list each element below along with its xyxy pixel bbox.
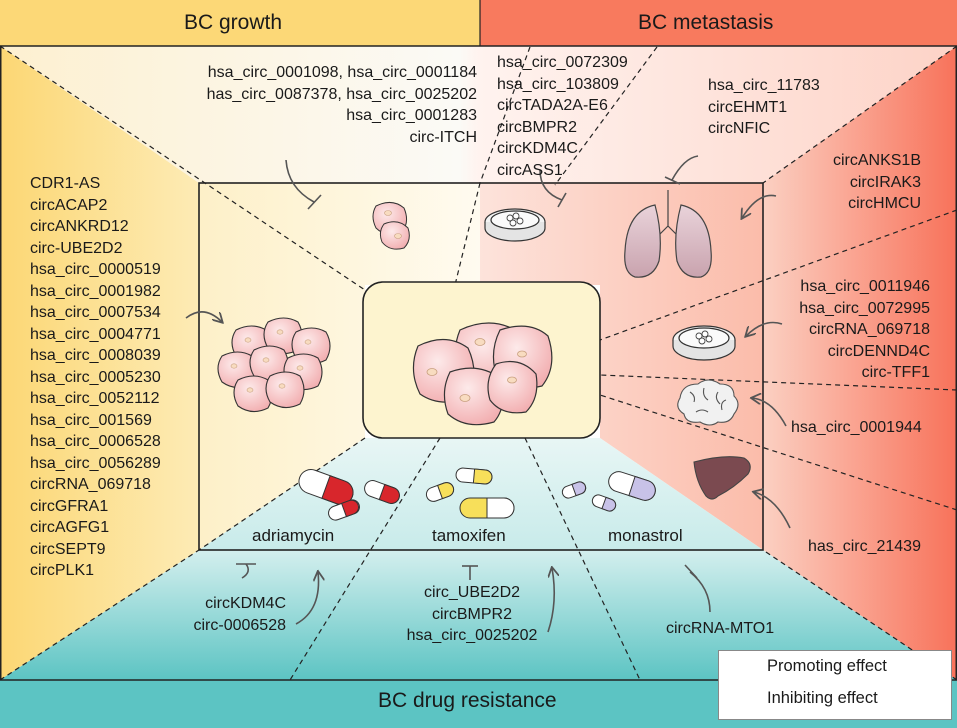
header-bc-growth: BC growth: [184, 11, 283, 34]
legend: Promoting effect Inhibiting effect: [718, 650, 952, 720]
growth-promoting-item: circAGFG1: [30, 519, 110, 536]
growth-promoting-item: hsa_circ_0007534: [30, 304, 161, 321]
metastasis-inhibiting-item: circTADA2A-E6: [497, 97, 608, 114]
growth-promoting-item: hsa_circ_0006528: [30, 433, 161, 450]
growth-inhibiting-list: hsa_circ_0001098, hsa_circ_0001184 has_c…: [207, 62, 477, 148]
resistance-middle-item: circBMPR2: [431, 605, 512, 623]
drug-adriamycin: adriamycin: [252, 526, 335, 545]
growth-promoting-item: circACAP2: [30, 196, 108, 214]
resistance-middle-item: circ_UBE2D2: [423, 584, 521, 601]
metastasis-inhibiting-item: hsa_circ_0072309: [497, 54, 628, 71]
legend-inhibiting-label: Inhibiting effect: [767, 689, 878, 707]
header-bc-drug-resistance: BC drug resistance: [378, 689, 557, 712]
growth-promoting-item: circRNA_069718: [30, 476, 151, 493]
growth-promoting-item: circ-UBE2D2: [30, 239, 123, 257]
drug-tamoxifen: tamoxifen: [432, 526, 506, 545]
growth-inhibiting-item: hsa_circ_0001098, hsa_circ_0001184: [207, 64, 477, 81]
growth-promoting-list: CDR1-AS circACAP2 circANKRD12 circ-UBE2D…: [30, 173, 161, 582]
growth-promoting-item: circANKRD12: [30, 218, 129, 235]
growth-promoting-item: hsa_circ_0056289: [30, 454, 161, 472]
growth-promoting-item: hsa_circ_0001982: [30, 282, 161, 300]
metastasis-dish-promoting-item: hsa_circ_0072995: [799, 299, 930, 317]
metastasis-lung-inhibiting-list: hsa_circ_11783 circEHMT1 circNFIC: [708, 75, 820, 140]
header-bc-metastasis: BC metastasis: [638, 11, 774, 34]
metastasis-brain-label: hsa_circ_0001944: [791, 419, 922, 436]
growth-promoting-item: circGFRA1: [30, 497, 109, 515]
growth-promoting-item: hsa_circ_001569: [30, 411, 152, 429]
metastasis-inhibiting-item: hsa_circ_103809: [497, 75, 619, 93]
growth-promoting-item: circPLK1: [30, 562, 95, 579]
metastasis-dish-promoting-item: circRNA_069718: [809, 321, 930, 338]
metastasis-lung-inhibiting-item: hsa_circ_11783: [708, 77, 820, 94]
metastasis-lung-promoting-item: circIRAK3: [849, 173, 921, 191]
resistance-promote-left: circ-0006528: [193, 616, 287, 634]
metastasis-lung-promoting-item: circHMCU: [848, 195, 921, 212]
metastasis-dish-promoting-item: hsa_circ_0011946: [800, 278, 930, 295]
metastasis-inhibiting-item: circBMPR2: [497, 118, 578, 136]
metastasis-dish-inhibiting-list: hsa_circ_0072309 hsa_circ_103809 circTAD…: [497, 52, 628, 181]
growth-promoting-item: hsa_circ_0052112: [30, 390, 160, 407]
metastasis-dish-promoting-item: circDENND4C: [827, 342, 930, 360]
growth-promoting-item: hsa_circ_0005230: [30, 368, 161, 386]
metastasis-lung-promoting-item: circANKS1B: [832, 152, 921, 169]
resistance-left-list: circKDM4C circ-0006528: [194, 593, 287, 636]
metastasis-lung-inhibiting-item: circNFIC: [708, 120, 771, 137]
resistance-right-label: circRNA-MTO1: [666, 620, 775, 637]
growth-inhibiting-item: circ-ITCH: [409, 128, 477, 146]
growth-inhibiting-item: has_circ_0087378, hsa_circ_0025202: [206, 85, 477, 103]
growth-promoting-item: hsa_circ_0008039: [30, 347, 161, 364]
growth-promoting-item: CDR1-AS: [30, 175, 101, 192]
resistance-middle-item: hsa_circ_0025202: [406, 627, 538, 644]
growth-inhibiting-item: hsa_circ_0001283: [346, 107, 477, 124]
metastasis-dish-promoting-item: circ-TFF1: [861, 364, 930, 381]
drug-monastrol: monastrol: [608, 526, 683, 545]
metastasis-liver-label: has_circ_21439: [808, 538, 921, 555]
metastasis-lung-promoting-list: circANKS1B circIRAK3 circHMCU: [833, 150, 921, 215]
resistance-middle-list: circ_UBE2D2 circBMPR2 hsa_circ_0025202: [398, 582, 546, 647]
metastasis-lung-inhibiting-item: circEHMT1: [708, 98, 788, 116]
growth-promoting-item: circSEPT9: [30, 540, 106, 558]
metastasis-inhibiting-item: circKDM4C: [497, 140, 578, 157]
growth-promoting-item: hsa_circ_0000519: [30, 261, 161, 278]
metastasis-inhibiting-item: circASS1: [497, 161, 563, 179]
metastasis-dish-promoting-list: hsa_circ_0011946 hsa_circ_0072995 circRN…: [799, 276, 930, 384]
growth-promoting-item: hsa_circ_0004771: [30, 325, 161, 343]
legend-promoting-label: Promoting effect: [767, 657, 887, 675]
resistance-inhibit-left: circKDM4C: [205, 595, 286, 612]
